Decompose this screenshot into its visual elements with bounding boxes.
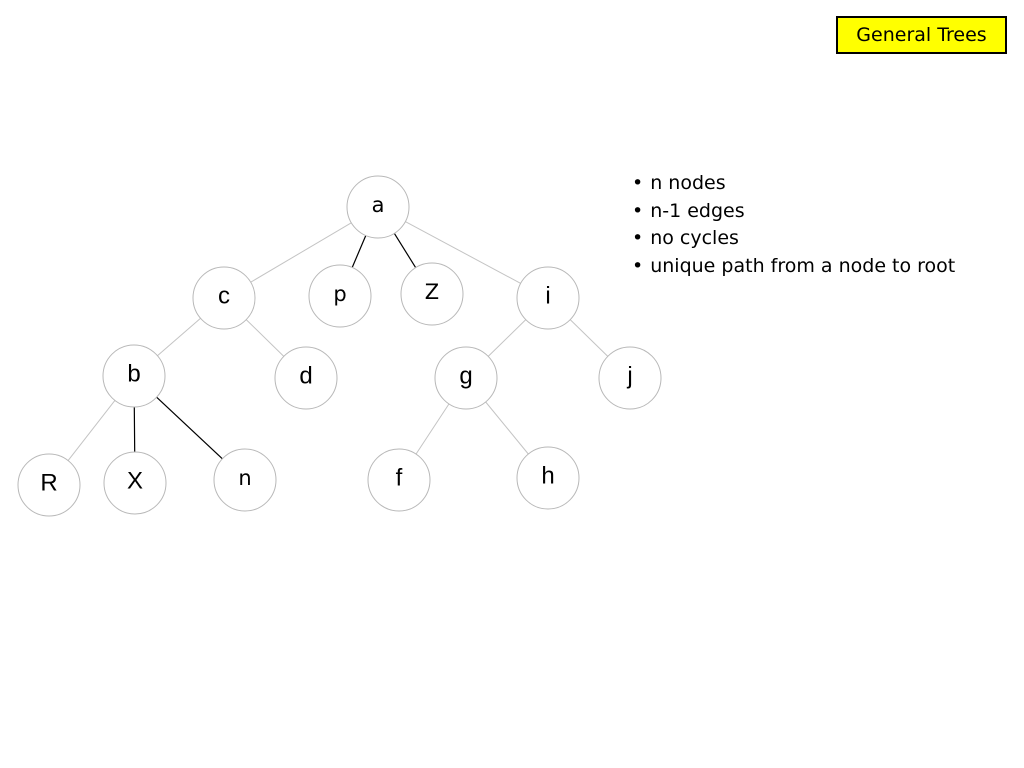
tree-node-b: b (102, 344, 166, 408)
tree-edge-b-R (67, 399, 116, 462)
tree-edge-a-Z (393, 232, 417, 269)
tree-edge-c-b (156, 317, 202, 357)
tree-node-label: f (396, 465, 403, 492)
tree-node-label: i (545, 283, 550, 310)
tree-node-X: X (103, 451, 167, 515)
tree-node-circle (213, 448, 277, 512)
slide-title: General Trees (836, 16, 1007, 54)
tree-node-label: R (40, 470, 57, 497)
tree-node-label: X (127, 468, 143, 495)
slide-title-text: General Trees (856, 24, 987, 46)
property-item: n-1 edges (632, 198, 955, 226)
tree-node-label: c (218, 283, 230, 310)
tree-node-circle (367, 448, 431, 512)
tree-node-label: g (459, 363, 472, 390)
tree-node-label: Z (425, 280, 439, 304)
tree-node-label: p (333, 282, 346, 306)
tree-node-j: j (598, 346, 662, 410)
tree-node-a: a (346, 175, 410, 239)
tree-node-Z: Z (400, 262, 464, 326)
tree-edge-b-n (156, 396, 223, 460)
tree-node-circle (516, 446, 580, 510)
tree-node-n: n (213, 448, 277, 512)
tree-node-circle (598, 346, 662, 410)
tree-node-f: f (367, 448, 431, 512)
tree-node-circle (346, 175, 410, 239)
tree-node-label: h (541, 463, 554, 490)
tree-node-circle (103, 451, 167, 515)
property-item: no cycles (632, 225, 955, 253)
tree-edge-g-f (415, 403, 450, 455)
tree-edges (67, 221, 609, 462)
tree-edge-a-c (250, 222, 352, 283)
tree-node-g: g (434, 346, 498, 410)
tree-node-circle (102, 344, 166, 408)
tree-node-circle (434, 346, 498, 410)
tree-node-label: a (372, 193, 385, 217)
tree-node-circle (516, 266, 580, 330)
property-item: unique path from a node to root (632, 253, 955, 281)
property-item: n nodes (632, 170, 955, 198)
tree-edge-i-g (487, 319, 527, 357)
tree-properties-list: n nodes n-1 edges no cycles unique path … (632, 170, 955, 280)
tree-node-d: d (274, 346, 338, 410)
tree-edge-g-h (485, 401, 529, 455)
tree-node-c: c (192, 266, 256, 330)
tree-node-circle (17, 453, 81, 517)
tree-node-R: R (17, 453, 81, 517)
tree-node-label: d (299, 363, 312, 390)
tree-node-circle (308, 264, 372, 328)
tree-node-circle (192, 266, 256, 330)
tree-node-circle (400, 262, 464, 326)
tree-node-label: b (127, 361, 140, 388)
tree-edge-c-d (245, 319, 285, 357)
tree-node-label: n (238, 466, 251, 490)
tree-edge-a-i (404, 221, 522, 284)
tree-node-p: p (308, 264, 372, 328)
tree-node-label: j (626, 363, 632, 390)
tree-edge-i-j (569, 319, 609, 357)
tree-node-i: i (516, 266, 580, 330)
tree-edge-a-p (351, 234, 367, 269)
tree-node-circle (274, 346, 338, 410)
tree-node-h: h (516, 446, 580, 510)
